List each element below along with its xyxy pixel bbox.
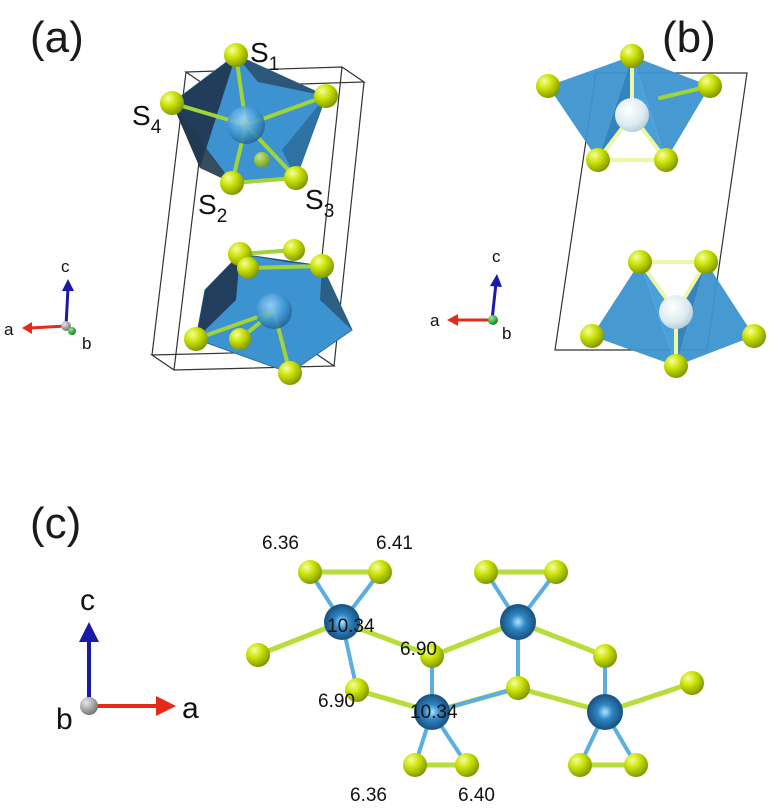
- axis-a-label: a: [430, 311, 440, 330]
- sulfur-atom: [624, 753, 648, 777]
- metal-atom: [414, 694, 450, 730]
- panel-a-site-labels: S1 S4 S2 S3: [132, 37, 334, 227]
- panel-c-axes: c a b: [56, 584, 199, 736]
- panel-c-bonds: [255, 569, 695, 768]
- sulfur-atom: [246, 643, 270, 667]
- sulfur-atom: [474, 560, 498, 584]
- sulfur-atom: [586, 148, 610, 172]
- sulfur-atom: [314, 84, 338, 108]
- sulfur-atom: [628, 250, 652, 274]
- label-s3: S3: [305, 184, 334, 222]
- axis-b-label: b: [56, 703, 73, 736]
- axis-b-label: b: [82, 334, 91, 353]
- sulfur-atom: [310, 254, 334, 278]
- panel-a-axes: c a b: [4, 257, 91, 353]
- sulfur-atom: [160, 91, 184, 115]
- panel-b-axes: c a b: [430, 247, 511, 343]
- sulfur-atom: [698, 74, 722, 98]
- sulfur-atom: [694, 250, 718, 274]
- metal-atom: [615, 98, 649, 132]
- value-label: 6.41: [376, 533, 413, 554]
- metal-atom: [227, 106, 265, 144]
- value-label: 6.90: [318, 691, 355, 712]
- metal-atom: [256, 293, 292, 329]
- sulfur-atom: [220, 171, 244, 195]
- sulfur-atom: [664, 354, 688, 378]
- panel-a-upper-polyhedron: [160, 43, 338, 195]
- panel-b-label: (b): [662, 13, 716, 62]
- sulfur-atom: [568, 753, 592, 777]
- sulfur-atom: [680, 671, 704, 695]
- panel-c-sulfur-atoms: [246, 560, 704, 777]
- sulfur-atom: [593, 644, 617, 668]
- axis-c-label: c: [80, 584, 95, 617]
- metal-atom: [324, 604, 360, 640]
- axis-c-label: c: [61, 257, 70, 276]
- panel-a-label: (a): [30, 13, 84, 62]
- value-label: 6.36: [262, 533, 299, 554]
- metal-atom: [587, 694, 623, 730]
- value-label: 6.36: [350, 785, 387, 806]
- axis-a-label: a: [4, 320, 14, 339]
- label-s2: S2: [198, 189, 227, 227]
- axis-a-label: a: [182, 692, 199, 725]
- metal-atom: [659, 295, 693, 329]
- sulfur-atom: [403, 753, 427, 777]
- sulfur-atom: [345, 678, 369, 702]
- sulfur-atom: [184, 327, 208, 351]
- sulfur-atom: [284, 166, 308, 190]
- axis-b-label: b: [502, 324, 511, 343]
- sulfur-atom: [506, 676, 530, 700]
- panel-b: (b): [430, 13, 766, 378]
- sulfur-atom: [229, 328, 251, 350]
- metal-atom: [500, 604, 536, 640]
- panel-c-metal-atoms: [324, 604, 623, 730]
- sulfur-atom: [654, 148, 678, 172]
- panel-c-label: (c): [30, 499, 81, 548]
- sulfur-atom: [368, 560, 392, 584]
- sulfur-atom: [455, 753, 479, 777]
- panel-a-lower-polyhedron: [184, 239, 353, 385]
- sulfur-atom: [742, 324, 766, 348]
- sulfur-atom: [298, 560, 322, 584]
- panel-c-values: 6.36 6.41 10.34 6.90 6.90 10.34 6.36 6.4…: [262, 533, 495, 806]
- panel-c: (c) c a b: [30, 499, 704, 806]
- label-s1: S1: [250, 37, 279, 75]
- panel-a: (a): [4, 13, 366, 385]
- sulfur-atom: [620, 44, 644, 68]
- value-label: 10.34: [410, 702, 458, 723]
- label-s4: S4: [132, 100, 162, 138]
- sulfur-atom: [283, 239, 305, 261]
- sulfur-atom: [536, 74, 560, 98]
- sulfur-atom: [544, 560, 568, 584]
- sulfur-atom: [224, 43, 248, 67]
- value-label: 6.90: [400, 639, 437, 660]
- value-label: 10.34: [327, 616, 375, 637]
- sulfur-atom: [580, 324, 604, 348]
- sulfur-atom: [420, 644, 444, 668]
- value-label: 6.40: [458, 785, 495, 806]
- panel-b-lower-tetrahedra: [580, 250, 766, 378]
- sulfur-atom: [278, 361, 302, 385]
- sulfur-atom: [237, 257, 259, 279]
- axis-c-label: c: [492, 247, 501, 266]
- panel-b-upper-tetrahedra: [536, 44, 722, 172]
